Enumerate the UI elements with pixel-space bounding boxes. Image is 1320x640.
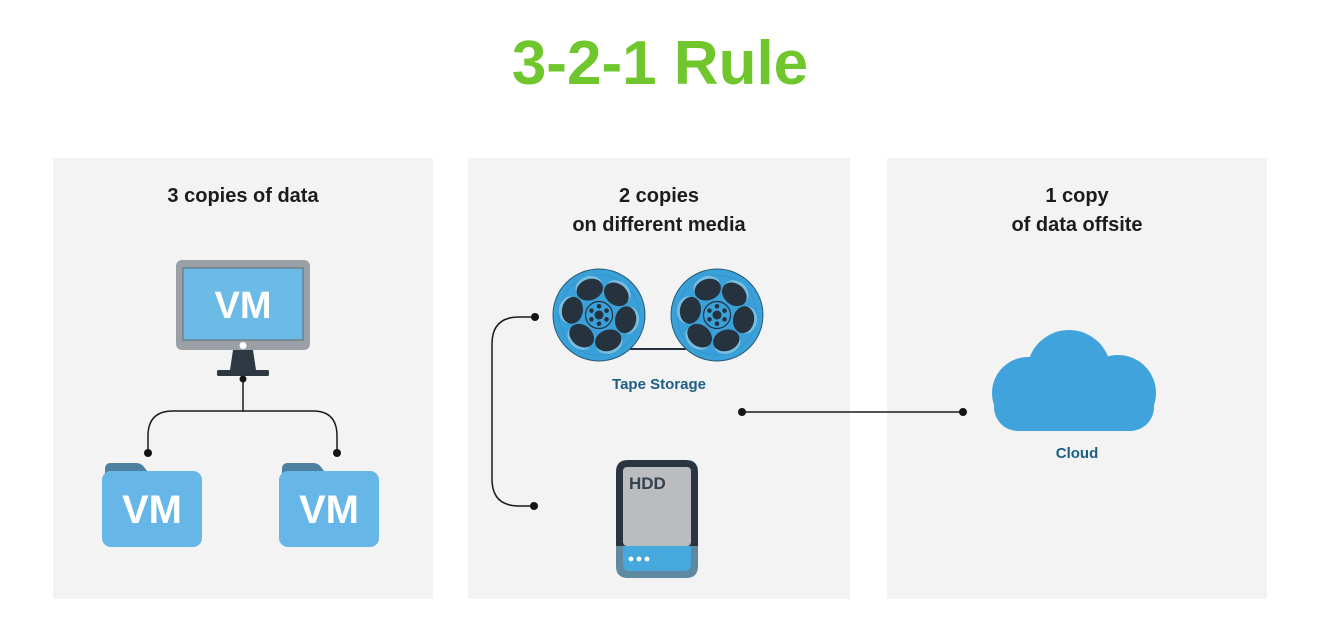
hdd-label: HDD: [629, 474, 666, 493]
tape-storage-label: Tape Storage: [612, 376, 706, 393]
panel-media-heading-line1: 2 copies: [618, 185, 700, 207]
panel-media-heading: 2 copies on different media: [468, 182, 850, 240]
cloud-icon: [992, 330, 1156, 431]
panel-offsite-heading: 1 copy of data offsite: [887, 182, 1267, 240]
cloud-label: Cloud: [1055, 445, 1099, 462]
hdd-icon: HDD: [616, 460, 698, 578]
panel-offsite-heading-line1: 1 copy: [1045, 185, 1109, 207]
folder1-vm-label: VM: [122, 488, 182, 532]
monitor-icon: VM: [176, 260, 310, 376]
panel-media-heading-line2: on different media: [572, 214, 746, 236]
folder2-vm-label: VM: [299, 488, 359, 532]
page-title: 3-2-1 Rule: [511, 29, 809, 98]
panel-copies: 3 copies of data VM VM VM: [53, 158, 433, 599]
folder-icon-2: VM: [279, 463, 379, 547]
monitor-vm-label: VM: [215, 285, 272, 327]
folder-icon-1: VM: [102, 463, 202, 547]
panel-offsite-heading-line2: of data offsite: [1011, 214, 1143, 236]
panel-copies-heading: 3 copies of data: [167, 185, 319, 207]
panel-offsite: 1 copy of data offsite Cloud: [887, 158, 1267, 599]
panel-media: 2 copies on different media: [468, 158, 850, 599]
tape-reels-icon: [552, 268, 764, 362]
